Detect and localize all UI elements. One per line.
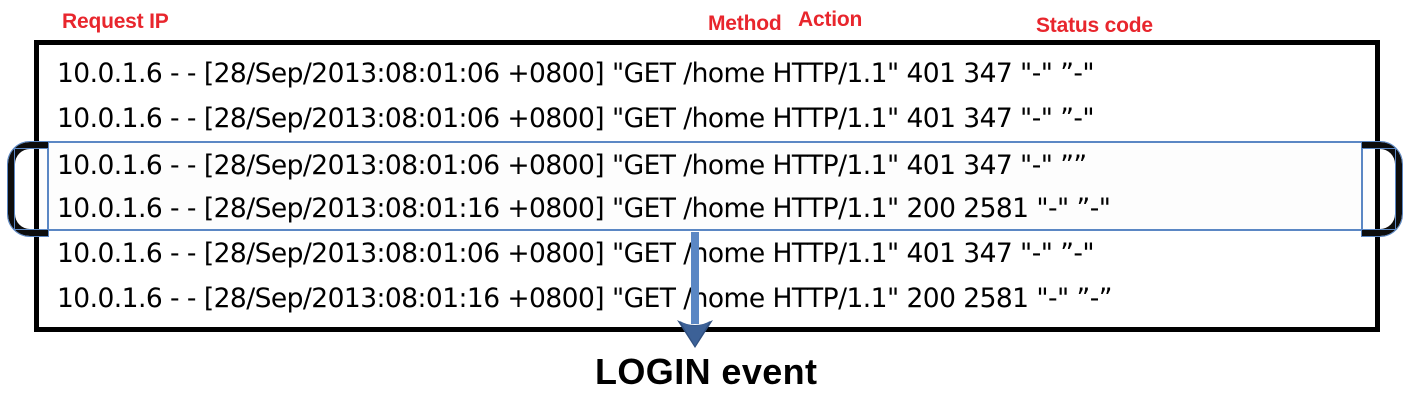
right-brace-outline xyxy=(1361,148,1396,230)
down-arrow-icon xyxy=(677,232,713,348)
log-line-highlighted: 10.0.1.6 - - [28/Sep/2013:08:01:16 +0800… xyxy=(39,186,1375,231)
left-brace-icon xyxy=(7,141,49,237)
login-event-caption: LOGIN event xyxy=(595,351,818,392)
log-line: 10.0.1.6 - - [28/Sep/2013:08:01:16 +0800… xyxy=(57,283,1112,314)
annotation-label-method: Method xyxy=(708,12,782,35)
log-line-list: 10.0.1.6 - - [28/Sep/2013:08:01:06 +0800… xyxy=(39,45,1375,327)
log-line: 10.0.1.6 - - [28/Sep/2013:08:01:06 +0800… xyxy=(57,103,1095,134)
annotation-label-status-code: Status code xyxy=(1036,14,1153,37)
annotation-label-action: Action xyxy=(798,8,863,31)
log-line-highlighted: 10.0.1.6 - - [28/Sep/2013:08:01:06 +0800… xyxy=(39,141,1375,186)
access-log-box: 10.0.1.6 - - [28/Sep/2013:08:01:06 +0800… xyxy=(34,40,1380,332)
log-line: 10.0.1.6 - - [28/Sep/2013:08:01:06 +0800… xyxy=(57,238,1095,269)
annotation-label-request-ip: Request IP xyxy=(62,10,169,33)
right-brace-icon xyxy=(1361,141,1403,237)
left-brace-outline xyxy=(14,148,49,230)
log-line: 10.0.1.6 - - [28/Sep/2013:08:01:06 +0800… xyxy=(57,58,1095,89)
